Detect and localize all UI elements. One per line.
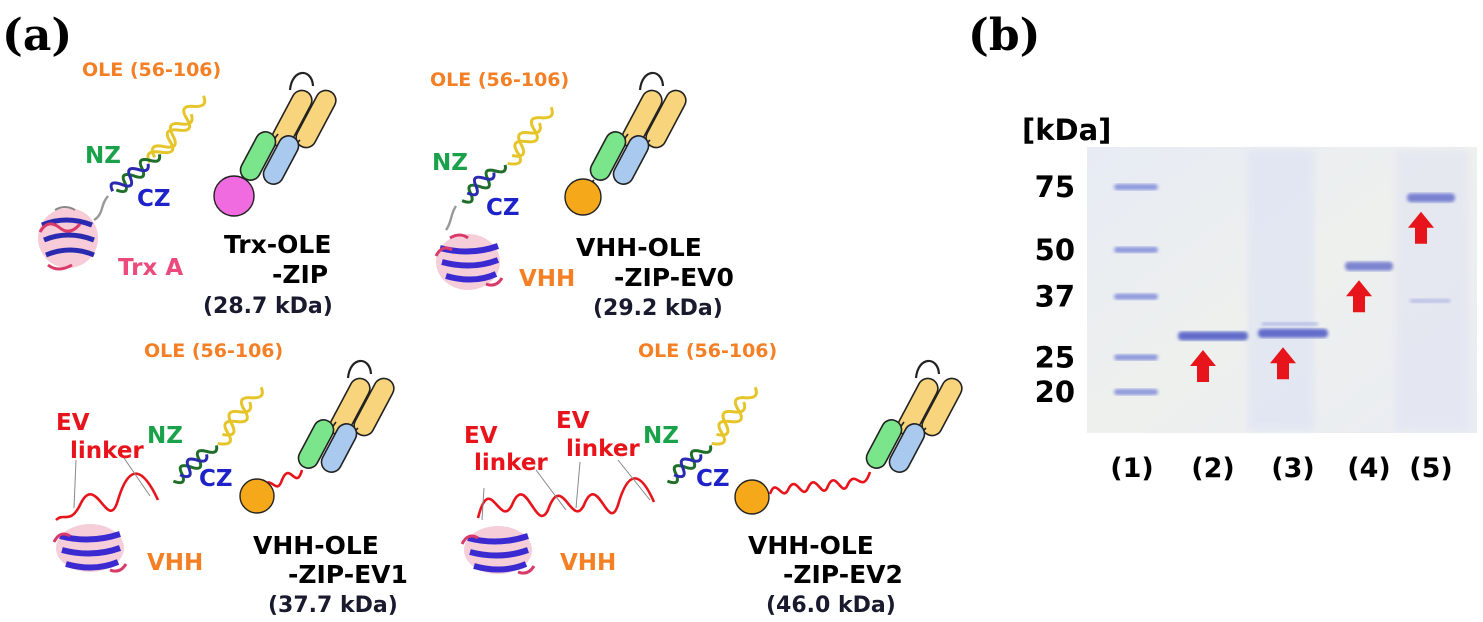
nz-label: NZ [432, 150, 468, 176]
protein-structure-vhh-ev2 [460, 386, 758, 575]
lane-labels: (1) (2) (3) (4) (5) [1110, 453, 1452, 484]
nz-label: NZ [643, 423, 679, 449]
cz-label: CZ [199, 466, 233, 492]
linker-label-line2: linker [70, 438, 144, 464]
construct-name-line2: -ZIP-EV0 [614, 263, 734, 292]
linker-b-label-line2: linker [566, 436, 640, 462]
sample-band [1178, 331, 1248, 341]
construct-mass: (29.2 kDa) [593, 296, 723, 321]
schematic-vhh-ole-zip-ev0 [564, 71, 687, 216]
trx-fold [38, 206, 98, 271]
ole-label: OLE (56-106) [144, 340, 283, 362]
marker-label-75: 75 [1035, 170, 1075, 204]
cz-label: CZ [486, 195, 520, 221]
schematic-vhh-ole-zip-ev2 [734, 359, 963, 515]
protein-structure-trx [38, 95, 207, 271]
vhh-fold [434, 233, 504, 290]
marker-label-20: 20 [1035, 375, 1075, 409]
cz-label: CZ [696, 466, 730, 492]
sample-band [1410, 298, 1450, 303]
construct-name-line1: VHH-OLE [748, 531, 874, 560]
ladder-band [1114, 246, 1158, 253]
lane-label-1: (1) [1110, 453, 1153, 484]
band-arrow [1346, 280, 1372, 313]
protein-structure-vhh-ev1 [52, 386, 264, 573]
construct-mass: (28.7 kDa) [203, 294, 333, 319]
ladder-bands [1114, 184, 1158, 395]
domain-label: VHH [147, 550, 203, 576]
panel-a-label: (a) [2, 10, 72, 61]
sample-bands [1178, 193, 1455, 341]
schematic-vhh-ole-zip-ev1 [239, 359, 395, 514]
construct-name-line1: VHH-OLE [253, 531, 379, 560]
construct-name-line2: -ZIP-EV2 [783, 560, 903, 589]
vhh-fold [52, 524, 128, 573]
marker-label-25: 25 [1035, 340, 1075, 374]
lane-label-4: (4) [1347, 453, 1390, 484]
construct-trx-ole-zip: OLE (56-106) NZ CZ Trx A Trx-OLE -ZIP (2… [38, 59, 337, 319]
nz-label: NZ [147, 423, 183, 449]
construct-vhh-ole-zip-ev2: EV linker EV linker OLE (56-106) NZ CZ V… [460, 340, 963, 618]
lane-label-5: (5) [1409, 453, 1452, 484]
band-arrow [1270, 347, 1296, 380]
protein-structure-vhh-ev0 [434, 106, 554, 290]
panel-b-label: (b) [968, 10, 1040, 61]
linker-label-line1: EV [56, 410, 90, 436]
band-arrow [1190, 349, 1216, 382]
sample-band [1345, 261, 1393, 271]
vhh-domain-circle [564, 178, 602, 216]
sample-band [1262, 322, 1318, 327]
construct-mass: (46.0 kDa) [766, 593, 896, 618]
construct-name-line1: Trx-OLE [224, 230, 331, 259]
marker-label-50: 50 [1035, 233, 1075, 267]
vhh-domain-circle [734, 479, 770, 515]
band-arrow [1408, 211, 1434, 244]
domain-label: VHH [560, 550, 616, 576]
vhh-fold [460, 526, 536, 575]
lane-label-2: (2) [1191, 453, 1234, 484]
construct-name-line2: -ZIP-EV1 [288, 560, 408, 589]
marker-label-37: 37 [1035, 280, 1075, 314]
ladder-band [1114, 184, 1158, 190]
construct-name-line2: -ZIP [272, 260, 328, 289]
sample-band [1258, 328, 1328, 338]
domain-label: Trx A [118, 255, 183, 281]
trx-domain-circle [213, 175, 255, 217]
construct-mass: (37.7 kDa) [268, 593, 398, 618]
schematic-trx-ole-zip [213, 71, 337, 217]
lane-label-3: (3) [1271, 453, 1314, 484]
nz-label: NZ [85, 143, 121, 169]
ladder-band [1114, 354, 1158, 361]
linker-a-label-line1: EV [464, 423, 498, 449]
sample-band [1407, 193, 1455, 203]
cz-label: CZ [137, 186, 171, 212]
linker-b-label-line1: EV [556, 408, 590, 434]
domain-label: VHH [519, 266, 575, 292]
linker-a-label-line2: linker [474, 450, 548, 476]
construct-vhh-ole-zip-ev1: EV linker OLE (56-106) NZ CZ VHH VHH-OLE… [52, 340, 408, 618]
ladder-band [1114, 389, 1158, 395]
construct-vhh-ole-zip-ev0: OLE (56-106) NZ CZ VHH VHH-OLE -ZIP-EV0 … [430, 69, 734, 321]
band-arrows [1190, 211, 1434, 382]
vhh-domain-circle [239, 478, 275, 514]
gel-unit-label: [kDa] [1022, 113, 1111, 147]
ladder-band [1114, 293, 1158, 300]
ole-label: OLE (56-106) [638, 340, 777, 362]
ole-label: OLE (56-106) [82, 59, 221, 81]
ole-label: OLE (56-106) [430, 69, 569, 91]
construct-name-line1: VHH-OLE [576, 233, 702, 262]
